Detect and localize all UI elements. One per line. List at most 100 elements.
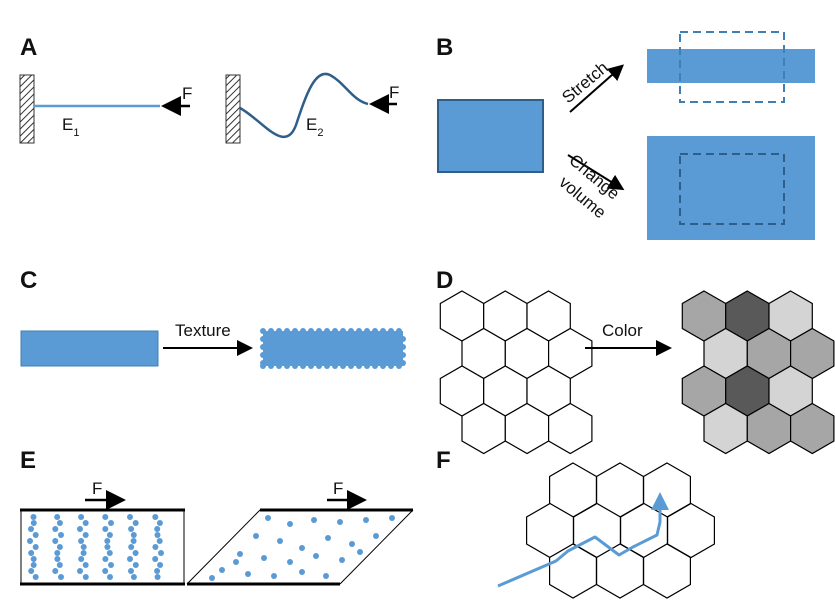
particle [219, 567, 225, 573]
texture-bump [268, 328, 274, 334]
hexagon-cell [547, 402, 593, 455]
particle [30, 562, 37, 568]
textured-block [263, 331, 403, 366]
panel-b-letter: B [436, 34, 453, 61]
texture-bump [332, 328, 338, 334]
crack-path-arrow-icon [497, 492, 669, 588]
particle [287, 559, 293, 565]
particle [108, 520, 114, 526]
stretched-block [647, 49, 815, 83]
panel-a-letter: A [20, 34, 37, 61]
panel-c: C Texture [20, 267, 406, 369]
particle [128, 568, 134, 574]
particle [128, 544, 135, 550]
particle [56, 544, 63, 550]
particle [209, 575, 215, 581]
texture-bump [284, 328, 290, 334]
texture-bump [260, 344, 266, 350]
texture-bump [308, 363, 314, 369]
particle [27, 538, 33, 544]
particle [152, 544, 159, 550]
original-outline-dashed [679, 31, 785, 103]
particle [154, 568, 161, 574]
texture-bump [348, 328, 354, 334]
particle [56, 520, 63, 526]
texture-bump [400, 352, 406, 358]
particle [233, 559, 239, 565]
particle [237, 551, 243, 557]
particle [158, 550, 164, 556]
particle [30, 520, 37, 526]
hexagon-cell [642, 543, 692, 599]
texture-bump [348, 363, 354, 369]
panel-f-letter: F [436, 447, 451, 474]
particle [154, 532, 161, 538]
texture-bump [300, 363, 306, 369]
particle [154, 574, 161, 580]
change-volume-arrow-icon [567, 154, 625, 191]
panel-e-letter: E [20, 447, 36, 474]
particle [132, 562, 139, 568]
hexagon-cell [789, 402, 835, 455]
particle [152, 514, 159, 520]
particle [52, 526, 59, 532]
particle [130, 574, 137, 580]
particle [54, 550, 61, 556]
particle [389, 515, 395, 521]
e2-label: E2 [306, 115, 323, 139]
left-side-sheared [186, 509, 261, 585]
hatched-wall-icon [225, 74, 241, 144]
particle [337, 519, 343, 525]
texture-bump [356, 363, 362, 369]
particle [107, 574, 113, 580]
particle [127, 556, 133, 562]
texture-bump [400, 336, 406, 342]
force-label: F [92, 479, 102, 498]
honeycomb-path-network [525, 462, 716, 599]
panel-b: B Stretch Change volume [436, 31, 815, 240]
particle [156, 520, 163, 526]
texture-bump [276, 328, 282, 334]
hatched-wall-icon [19, 74, 35, 144]
particle [130, 538, 137, 544]
particle [28, 526, 34, 532]
texture-bump [364, 328, 370, 334]
particle [313, 553, 319, 559]
particle [323, 573, 329, 579]
panel-c-letter: C [20, 267, 37, 294]
panel-a: A F E1 F E2 [19, 34, 399, 144]
particle [104, 544, 111, 550]
texture-bump [276, 363, 282, 369]
texture-label: Texture [175, 321, 231, 340]
particle [261, 555, 267, 561]
texture-bump [260, 328, 266, 334]
particle [156, 538, 163, 544]
texture-bump [388, 328, 394, 334]
particle [82, 520, 89, 526]
particle [106, 550, 113, 556]
particle [102, 568, 109, 574]
particle [363, 517, 369, 523]
texture-bump [268, 363, 274, 369]
texture-bump [300, 328, 306, 334]
panel-d: D Color [436, 267, 835, 455]
particle [82, 574, 89, 580]
particle [265, 515, 271, 521]
particle [80, 544, 87, 550]
particle [102, 526, 109, 532]
panel-e: E F F [20, 447, 414, 586]
particle [106, 532, 113, 538]
texture-bump [380, 328, 386, 334]
texture-bumps [260, 328, 406, 369]
particle [245, 571, 251, 577]
particle [132, 520, 139, 526]
particle [78, 514, 85, 520]
texture-bump [400, 344, 406, 350]
original-block [437, 99, 544, 173]
texture-bump [400, 360, 406, 366]
particle [77, 526, 83, 532]
force-label: F [389, 83, 399, 102]
texture-bump [380, 363, 386, 369]
particle [58, 574, 64, 580]
stretch-arrow-icon [569, 64, 624, 113]
